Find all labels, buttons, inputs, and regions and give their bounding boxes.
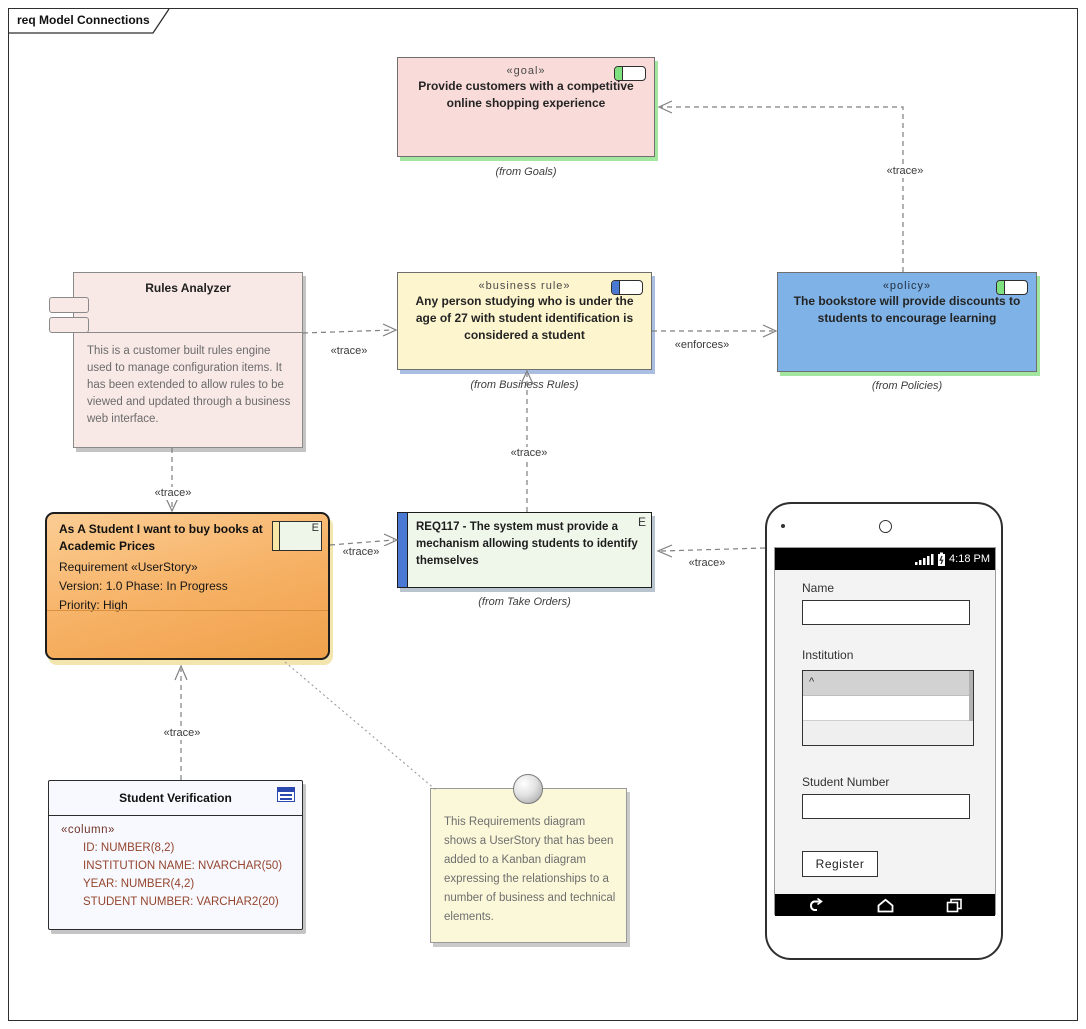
trace-label: «trace»	[501, 447, 557, 460]
trace-label: «trace»	[323, 345, 375, 358]
rules-analyzer-description: This is a customer built rules engine us…	[87, 345, 291, 425]
name-input[interactable]	[802, 600, 970, 625]
compartment-divider	[47, 610, 328, 611]
embedded-document-icon: E	[272, 521, 322, 551]
student-number-label: Student Number	[802, 775, 890, 789]
goal-node[interactable]: «goal» Provide customers with a competit…	[397, 57, 655, 157]
diagram-title: req Model Connections	[17, 13, 150, 27]
institution-label: Institution	[802, 648, 854, 662]
status-bar: 4:18 PM	[775, 548, 995, 570]
home-icon[interactable]	[876, 898, 895, 913]
camera-dot-icon	[781, 524, 785, 528]
business-rule-stereotype: «business rule»	[478, 280, 571, 292]
trace-label: «trace»	[681, 557, 733, 570]
user-story-version: Version: 1.0 Phase: In Progress	[59, 579, 228, 593]
table-icon	[277, 787, 295, 802]
user-story-priority: Priority: High	[59, 598, 128, 612]
battery-charging-icon	[938, 552, 946, 566]
student-number-input[interactable]	[802, 794, 970, 819]
policy-status-icon	[996, 280, 1028, 295]
column-stereotype: «column»	[61, 824, 115, 836]
external-marker: E	[637, 515, 646, 529]
listbox-header[interactable]: ^	[803, 671, 973, 696]
student-verification-node[interactable]: Student Verification «column» ID: NUMBER…	[48, 780, 303, 930]
rules-analyzer-node[interactable]: Rules Analyzer This is a customer built …	[49, 272, 303, 448]
goal-caption: (from Goals)	[495, 166, 557, 178]
component-port-icon	[49, 317, 89, 333]
policy-stereotype: «policy»	[882, 280, 932, 292]
front-camera-icon	[879, 520, 892, 533]
user-story-title: As A Student I want to buy books at Acad…	[59, 522, 263, 553]
user-story-requirement: Requirement «UserStory»	[59, 560, 198, 574]
diagram-frame-tab: req Model Connections	[9, 9, 169, 33]
req117-text: REQ117 - The system must provide a mecha…	[416, 521, 638, 567]
goal-stereotype: «goal»	[506, 65, 546, 77]
policy-text: The bookstore will provide discounts to …	[793, 294, 1021, 325]
table-column: INSTITUTION NAME: NVARCHAR(50)	[83, 860, 283, 872]
policy-node[interactable]: «policy» The bookstore will provide disc…	[777, 272, 1037, 372]
trace-label: «trace»	[336, 546, 386, 559]
trace-label: «trace»	[879, 165, 931, 178]
listbox-scrollbar[interactable]	[969, 671, 973, 721]
student-verification-title: Student Verification	[49, 781, 302, 816]
table-column: YEAR: NUMBER(4,2)	[83, 878, 195, 890]
listbox-row[interactable]	[803, 696, 973, 721]
note-node[interactable]: This Requirements diagram shows a UserSt…	[430, 774, 627, 943]
external-marker: E	[311, 522, 319, 534]
institution-listbox[interactable]: ^	[802, 670, 974, 746]
kanban-status-bar	[398, 513, 408, 587]
rules-analyzer-title: Rules Analyzer	[74, 273, 302, 333]
recent-apps-icon[interactable]	[946, 898, 963, 913]
phone-screen: 4:18 PM Name Institution ^ Student Numbe…	[774, 547, 996, 916]
req117-node[interactable]: REQ117 - The system must provide a mecha…	[397, 512, 652, 588]
policy-caption: (from Policies)	[871, 380, 943, 392]
status-time: 4:18 PM	[949, 553, 990, 565]
business-rule-node[interactable]: «business rule» Any person studying who …	[397, 272, 652, 370]
phone-nav-bar	[775, 894, 995, 916]
business-rule-status-icon	[611, 280, 643, 295]
enforces-label: «enforces»	[668, 339, 736, 352]
component-port-icon	[49, 297, 89, 313]
name-label: Name	[802, 581, 835, 595]
pushpin-icon	[513, 774, 543, 804]
req117-caption: (from Take Orders)	[478, 596, 571, 608]
register-button[interactable]: Register	[802, 851, 878, 877]
business-rule-caption: (from Business Rules)	[470, 379, 579, 391]
goal-status-icon	[614, 66, 646, 81]
trace-label: «trace»	[157, 727, 207, 740]
note-text: This Requirements diagram shows a UserSt…	[444, 816, 616, 923]
trace-label: «trace»	[148, 487, 198, 500]
back-icon[interactable]	[807, 897, 824, 913]
business-rule-text: Any person studying who is under the age…	[415, 294, 634, 342]
table-column: ID: NUMBER(8,2)	[83, 842, 175, 854]
signal-strength-icon	[915, 553, 934, 565]
goal-text: Provide customers with a competitive onl…	[418, 79, 634, 110]
table-column: STUDENT NUMBER: VARCHAR2(20)	[83, 896, 279, 908]
user-story-node[interactable]: As A Student I want to buy books at Acad…	[45, 512, 330, 660]
phone-mockup[interactable]: 4:18 PM Name Institution ^ Student Numbe…	[765, 502, 1003, 960]
